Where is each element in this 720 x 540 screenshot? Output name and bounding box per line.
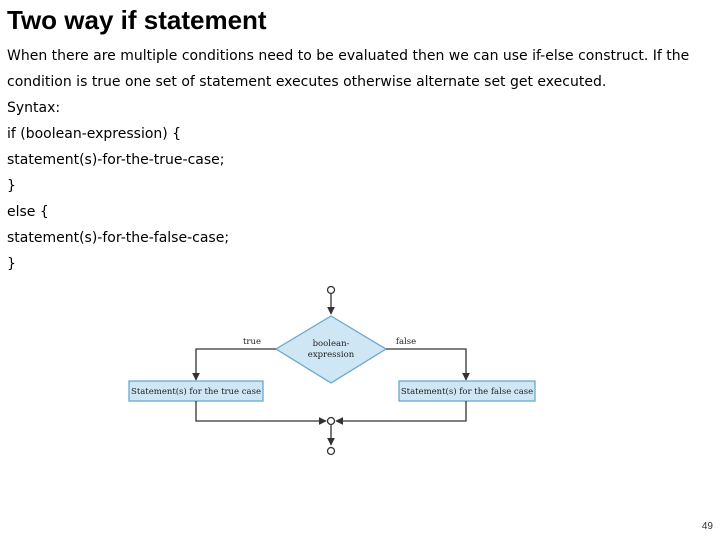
page-number: 49	[701, 521, 713, 532]
false-merge-line	[335, 401, 467, 425]
flow-entry-node	[326, 285, 336, 295]
syntax-label: Syntax:	[7, 100, 61, 116]
false-case-box	[398, 380, 536, 402]
syntax-line-true-stmt: statement(s)-for-the-true-case;	[7, 152, 225, 168]
intro-paragraph: When there are multiple conditions need …	[7, 48, 690, 90]
syntax-line-if: if (boolean-expression) {	[7, 126, 182, 142]
false-label: false	[396, 337, 416, 347]
true-label: true	[243, 337, 261, 347]
syntax-line-close-brace: }	[7, 178, 16, 194]
false-branch-line	[386, 348, 470, 381]
syntax-line-close-brace-2: }	[7, 256, 16, 272]
true-case-box-text: Statement(s) for the true case	[131, 386, 261, 397]
slide-body: When there are multiple conditions need …	[7, 43, 713, 277]
true-branch-line	[192, 348, 276, 381]
condition-diamond	[274, 315, 388, 384]
syntax-line-false-stmt: statement(s)-for-the-false-case;	[7, 230, 230, 246]
syntax-line-else: else {	[7, 204, 49, 220]
condition-text-line2: expression	[308, 350, 355, 360]
condition-text-line1: boolean-	[313, 339, 350, 349]
flow-merge-node	[326, 416, 336, 426]
true-merge-line	[195, 401, 327, 425]
false-case-box-text: Statement(s) for the false case	[401, 386, 533, 397]
flow-exit-node	[326, 446, 336, 456]
slide-title: Two way if statement	[7, 5, 267, 35]
